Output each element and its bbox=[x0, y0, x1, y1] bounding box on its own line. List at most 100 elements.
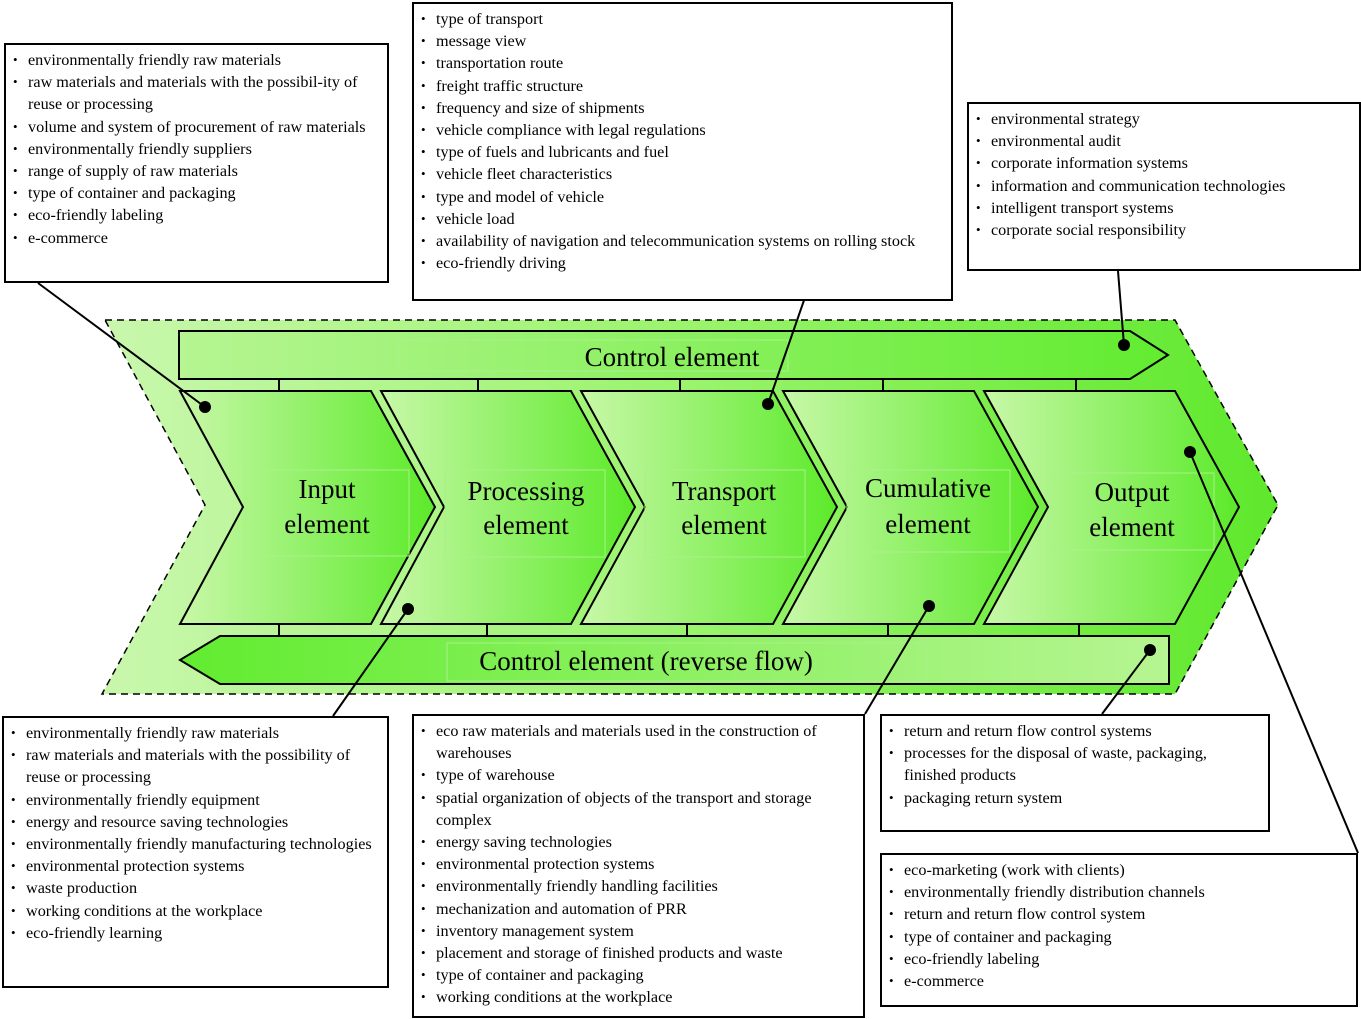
list-item: freight traffic structure bbox=[421, 75, 943, 97]
list-item: frequency and size of shipments bbox=[421, 97, 943, 119]
list-item: type of warehouse bbox=[421, 764, 855, 786]
control-bar-top-label: Control element bbox=[585, 342, 760, 372]
anchor-dot bbox=[923, 600, 935, 612]
list-item: transportation route bbox=[421, 52, 943, 74]
list-item: vehicle load bbox=[421, 208, 943, 230]
list-item: availability of navigation and telecommu… bbox=[421, 230, 943, 252]
control-bar-bottom bbox=[178, 635, 1170, 685]
control-bar-bottom-label: Control element (reverse flow) bbox=[479, 646, 813, 676]
list-item: type of transport bbox=[421, 8, 943, 30]
list-item: e-commerce bbox=[889, 970, 1348, 992]
bottom-connectors bbox=[278, 624, 1080, 636]
callout-box-output: eco-marketing (work with clients) enviro… bbox=[880, 853, 1358, 1007]
chevron-processing bbox=[379, 390, 637, 625]
list-item: environmental protection systems bbox=[11, 855, 379, 877]
callout-list: return and return flow control systems p… bbox=[889, 720, 1260, 809]
callout-list: environmentally friendly raw materials r… bbox=[11, 722, 379, 944]
callout-box-reverse-flow: return and return flow control systems p… bbox=[880, 714, 1270, 832]
chevron-input bbox=[178, 390, 437, 625]
list-item: environmentally friendly equipment bbox=[11, 789, 379, 811]
callout-list: environmentally friendly raw materials r… bbox=[13, 49, 379, 249]
control-bar-top-highlight bbox=[397, 339, 789, 372]
list-item: raw materials and materials with the pos… bbox=[13, 71, 379, 115]
chevron-output bbox=[982, 390, 1241, 625]
list-item: type of container and packaging bbox=[889, 926, 1348, 948]
list-item: range of supply of raw materials bbox=[13, 160, 379, 182]
list-item: environmentally friendly handling facili… bbox=[421, 875, 855, 897]
stage-cumulative-label-line2: element bbox=[885, 509, 971, 539]
list-item: raw materials and materials with the pos… bbox=[11, 744, 379, 788]
stage-output-label-line2: element bbox=[1089, 512, 1175, 542]
list-item: energy and resource saving technologies bbox=[11, 811, 379, 833]
control-bar-top bbox=[178, 330, 1170, 380]
callout-box-input-top: environmentally friendly raw materials r… bbox=[4, 43, 389, 283]
stage-label-frames bbox=[245, 469, 1215, 558]
top-connectors bbox=[278, 379, 1077, 391]
list-item: inventory management system bbox=[421, 920, 855, 942]
anchor-dot bbox=[1144, 644, 1156, 656]
list-item: type of fuels and lubricants and fuel bbox=[421, 141, 943, 163]
list-item: working conditions at the workplace bbox=[11, 900, 379, 922]
callout-leader-lines bbox=[37, 270, 1359, 854]
list-item: eco-friendly driving bbox=[421, 252, 943, 274]
list-item: eco-friendly labeling bbox=[13, 204, 379, 226]
stage-input-label-line1: Input bbox=[299, 474, 356, 504]
control-bar-bottom-highlight bbox=[446, 642, 928, 682]
list-item: vehicle compliance with legal regulation… bbox=[421, 119, 943, 141]
stage-chevrons bbox=[178, 390, 1241, 625]
list-item: eco-friendly labeling bbox=[889, 948, 1348, 970]
anchor-dot bbox=[1184, 446, 1196, 458]
list-item: type and model of vehicle bbox=[421, 186, 943, 208]
stage-labels: Input element Processing element Transpo… bbox=[284, 473, 1175, 542]
list-item: environmental strategy bbox=[976, 108, 1351, 130]
list-item: mechanization and automation of PRR bbox=[421, 898, 855, 920]
list-item: eco raw materials and materials used in … bbox=[421, 720, 855, 764]
list-item: corporate social responsibility bbox=[976, 219, 1351, 241]
list-item: energy saving technologies bbox=[421, 831, 855, 853]
list-item: working conditions at the workplace bbox=[421, 986, 855, 1008]
anchor-dot bbox=[762, 398, 774, 410]
list-item: intelligent transport systems bbox=[976, 197, 1351, 219]
stage-processing-label-line1: Processing bbox=[468, 476, 585, 506]
list-item: environmental protection systems bbox=[421, 853, 855, 875]
list-item: vehicle fleet characteristics bbox=[421, 163, 943, 185]
stage-processing-label-line2: element bbox=[483, 510, 569, 540]
list-item: type of container and packaging bbox=[13, 182, 379, 204]
callout-list: eco-marketing (work with clients) enviro… bbox=[889, 859, 1348, 992]
list-item: message view bbox=[421, 30, 943, 52]
list-item: volume and system of procurement of raw … bbox=[13, 116, 379, 138]
list-item: processes for the disposal of waste, pac… bbox=[889, 742, 1260, 786]
callout-box-processing: environmentally friendly raw materials r… bbox=[2, 716, 389, 988]
stage-input-label-line2: element bbox=[284, 509, 370, 539]
list-item: type of container and packaging bbox=[421, 964, 855, 986]
list-item: environmental audit bbox=[976, 130, 1351, 152]
callout-list: eco raw materials and materials used in … bbox=[421, 720, 855, 1009]
list-item: environmentally friendly manufacturing t… bbox=[11, 833, 379, 855]
list-item: environmentally friendly raw materials bbox=[11, 722, 379, 744]
list-item: corporate information systems bbox=[976, 152, 1351, 174]
callout-box-transport: type of transport message view transport… bbox=[412, 2, 953, 301]
callout-box-control: environmental strategy environmental aud… bbox=[967, 102, 1361, 271]
list-item: waste production bbox=[11, 877, 379, 899]
stage-output-label-line1: Output bbox=[1094, 477, 1170, 507]
list-item: environmentally friendly suppliers bbox=[13, 138, 379, 160]
stage-transport-label-line1: Transport bbox=[672, 476, 777, 506]
list-item: environmentally friendly distribution ch… bbox=[889, 881, 1348, 903]
callout-anchor-dots bbox=[199, 339, 1196, 656]
callout-box-cumulative: eco raw materials and materials used in … bbox=[412, 714, 865, 1018]
list-item: information and communication technologi… bbox=[976, 175, 1351, 197]
list-item: environmentally friendly raw materials bbox=[13, 49, 379, 71]
list-item: return and return flow control system bbox=[889, 903, 1348, 925]
list-item: eco-friendly learning bbox=[11, 922, 379, 944]
list-item: packaging return system bbox=[889, 787, 1260, 809]
callout-list: type of transport message view transport… bbox=[421, 8, 943, 275]
anchor-dot bbox=[199, 401, 211, 413]
list-item: placement and storage of finished produc… bbox=[421, 942, 855, 964]
list-item: return and return flow control systems bbox=[889, 720, 1260, 742]
list-item: spatial organization of objects of the t… bbox=[421, 787, 855, 831]
list-item: eco-marketing (work with clients) bbox=[889, 859, 1348, 881]
callout-list: environmental strategy environmental aud… bbox=[976, 108, 1351, 241]
stage-transport-label-line2: element bbox=[681, 510, 767, 540]
anchor-dot bbox=[1118, 339, 1130, 351]
